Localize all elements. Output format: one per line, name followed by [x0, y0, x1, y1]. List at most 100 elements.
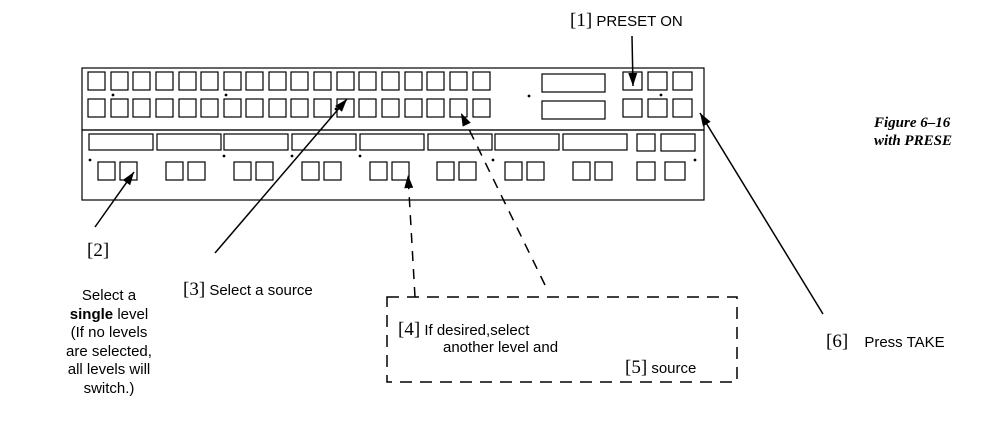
callout-4-number: [4]	[398, 319, 421, 340]
panel-dot	[290, 154, 294, 158]
source-button	[290, 98, 309, 118]
level-button	[323, 161, 342, 181]
arrow-5-source-head	[461, 113, 471, 127]
source-button	[358, 98, 377, 118]
control-button	[647, 98, 668, 118]
control-button	[660, 133, 696, 152]
source-button	[313, 98, 332, 118]
panel-dot	[659, 93, 663, 97]
callout-6: [6] Press TAKE	[826, 331, 945, 353]
panel-dot	[527, 94, 531, 98]
arrow-6-shaft	[699, 112, 824, 315]
source-button	[223, 98, 242, 118]
arrow-5-source-shaft	[460, 112, 546, 286]
callout-4-line-2: another level and	[443, 339, 559, 356]
callout-4: [4] If desired,select	[398, 319, 529, 341]
level-label-strip	[427, 133, 493, 151]
source-button	[404, 71, 423, 91]
source-button	[132, 98, 151, 118]
callout-4-box	[386, 296, 738, 383]
source-button	[449, 71, 468, 91]
panel-dot	[88, 158, 92, 162]
source-button	[223, 71, 242, 91]
callout-2-line: are selected,	[66, 342, 152, 360]
level-button	[97, 161, 116, 181]
source-button	[381, 98, 400, 118]
callout-5-number: [5]	[625, 357, 648, 378]
level-button	[594, 161, 613, 181]
arrow-5-source	[460, 112, 546, 286]
panel-dot	[358, 154, 362, 158]
control-button	[672, 98, 693, 118]
arrow-6-head	[700, 113, 711, 127]
arrow-1	[628, 35, 638, 87]
level-button	[458, 161, 477, 181]
control-panel	[81, 67, 705, 201]
level-label-strip	[562, 133, 628, 151]
source-button	[87, 98, 106, 118]
level-label-strip	[291, 133, 357, 151]
panel-dot	[111, 93, 115, 97]
source-button	[132, 71, 151, 91]
source-button	[155, 98, 174, 118]
level-button	[187, 161, 206, 181]
callout-1: [1] PRESET ON	[570, 10, 683, 32]
source-button	[268, 71, 287, 91]
source-button	[426, 98, 445, 118]
arrow-4-level-head	[404, 175, 414, 189]
callout-3-number: [3]	[183, 279, 206, 300]
panel-dot	[224, 93, 228, 97]
level-button	[572, 161, 591, 181]
arrow-3-shaft	[214, 98, 348, 254]
panel-dot	[491, 158, 495, 162]
level-label-strip	[494, 133, 560, 151]
lower-panel-frame	[81, 129, 705, 201]
callout-2-line: Select a	[81, 287, 137, 304]
source-button	[87, 71, 106, 91]
control-button	[664, 161, 686, 181]
control-button	[636, 133, 656, 152]
source-button	[472, 98, 491, 118]
figure-subtitle: with PRESE	[874, 133, 952, 149]
level-button	[369, 161, 388, 181]
control-button	[672, 71, 693, 91]
callout-2-number: [2]	[87, 240, 110, 261]
level-label-strip	[359, 133, 425, 151]
level-button	[436, 161, 455, 181]
arrows	[94, 35, 824, 383]
callout-3-text: Select a source	[209, 282, 313, 299]
source-button	[313, 71, 332, 91]
source-button	[404, 98, 423, 118]
source-button	[110, 98, 129, 118]
level-button	[255, 161, 274, 181]
arrow-2-head	[122, 172, 134, 186]
control-button	[636, 161, 656, 181]
level-label-strip	[223, 133, 289, 151]
callout-6-number: [6]	[826, 331, 849, 352]
source-button	[472, 71, 491, 91]
arrow-3	[214, 98, 348, 254]
callout-2-text: Select a single level (If no levels are …	[60, 287, 158, 398]
callout-5-text: source	[651, 360, 697, 377]
arrow-2	[94, 171, 135, 228]
source-button	[268, 98, 287, 118]
callout-6-text: Press TAKE	[864, 334, 945, 351]
level-label-strip	[88, 133, 154, 151]
panel-dot	[222, 154, 226, 158]
callout-1-number: [1]	[570, 10, 593, 31]
figure-label: Figure 6–16	[874, 115, 951, 131]
level-button	[301, 161, 320, 181]
panel-dot	[693, 158, 697, 162]
level-button	[526, 161, 545, 181]
arrow-6	[699, 112, 824, 315]
callout-1-text: PRESET ON	[596, 13, 683, 30]
source-button	[336, 71, 355, 91]
figure-caption: Figure 6–16 with PRESE	[874, 114, 952, 150]
panel-dot	[334, 107, 338, 111]
callout-2-line: single level	[69, 305, 149, 323]
arrow-4-level	[404, 174, 416, 298]
source-button	[155, 71, 174, 91]
control-button	[622, 98, 643, 118]
callout-2-emphasis: single	[69, 305, 114, 323]
